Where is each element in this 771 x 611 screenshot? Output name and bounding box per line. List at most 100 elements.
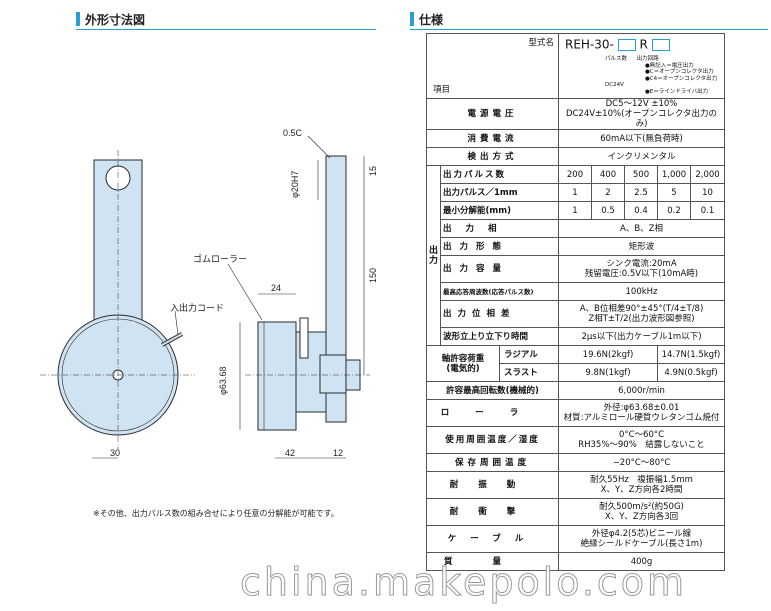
spec-row-frequency: 最高応答周波数(応答パルス数) 100kHz: [427, 282, 725, 301]
spec-row-radial: 軸許容荷重 (電気的) ラジアル スラスト 19.6N(2kgf) 14.7N(…: [426, 345, 725, 382]
vibration-value-1: 耐久55Hz 複振幅1.5mm: [590, 475, 693, 485]
pulse-value: 500: [624, 165, 658, 184]
spec-row-mass: 質量 400g: [426, 552, 725, 571]
pulse-value: 2,000: [690, 165, 725, 184]
ppm-value: 2: [591, 183, 625, 202]
capacity-value-2: 残留電圧:0.5V以下(10mA時): [584, 269, 699, 279]
storage-label: 保存周囲温度: [426, 453, 559, 472]
spec-section-rule: [410, 29, 768, 30]
load-label: 軸許容荷重: [441, 353, 485, 364]
model-label: 型式名: [528, 38, 554, 48]
model-opt3: ●C4＝オープンコレクタ出力DC24V: [605, 75, 718, 89]
spec-row-thrust: 9.8N(1kgf) 4.9N(0.5kgf): [427, 363, 725, 382]
phase-label: 出力相: [440, 219, 559, 238]
dim-30: 30: [110, 448, 120, 458]
ppm-value: 1: [558, 183, 592, 202]
spec-section-header: 仕様: [410, 11, 443, 27]
frequency-label: 最高応答周波数(応答パルス数): [440, 282, 559, 301]
thrust-value-1: 9.8N(1kgf): [558, 363, 658, 382]
ppm-value: 10: [690, 183, 725, 202]
spec-row-voltage: 電源電圧 DC5～12V ±10%DC24V±10%(オープンコレクタ出力のみ): [426, 98, 725, 130]
dim-24: 24: [271, 283, 281, 293]
model-opt1: ●無記入＝電圧出力: [645, 62, 694, 69]
wave-label: 出力形態: [440, 237, 559, 256]
frequency-value: 100kHz: [558, 282, 725, 301]
roller-label: ゴムローラー: [193, 253, 247, 264]
dim-chamfer: 0.5C: [283, 128, 303, 138]
radial-label: ラジアル: [500, 347, 558, 364]
voltage-value-2: DC24V±10%(オープンコレクタ出力のみ): [565, 109, 718, 129]
roller-leader: [227, 263, 263, 321]
model-pulse-box: [617, 39, 636, 51]
cable-label: ケーブル: [426, 525, 559, 553]
header-cell: 型式名 項目: [426, 33, 559, 99]
ppm-value: 5: [657, 183, 691, 202]
spec-row-ppm: 出力パルス／1mm 1 2 2.5 5 10: [427, 183, 725, 202]
rise-value: 2μs以下(出力ケーブル1m以下): [558, 327, 725, 346]
spec-section-title: 仕様: [419, 12, 444, 27]
section-marker: [410, 12, 414, 26]
cable-value-2: 絶縁シールドケーブル(長さ1m): [580, 539, 703, 549]
output-group-label: 出力: [426, 165, 441, 346]
spec-row-resolution: 最小分解能(mm) 1 0.5 0.4 0.2 0.1: [427, 201, 725, 220]
storage-value: −20°C～80°C: [558, 453, 725, 472]
spec-row-wave: 出力形態 矩形波: [427, 237, 725, 256]
resolution-value: 1: [558, 201, 592, 220]
cable-value-1: 外径φ4.2(5芯)ビニール線: [591, 529, 692, 539]
cord-leader: [174, 310, 179, 336]
roller-value-2: 材質:アルミロール硬質ウレタンゴム焼付: [563, 413, 720, 423]
speed-value: 6,000r/min: [558, 381, 725, 400]
dim-42: 42: [285, 448, 295, 458]
thrust-value-2: 4.9N(0.5kgf): [657, 363, 725, 382]
shock-label: 耐衝撃: [426, 498, 559, 526]
spec-row-method: 検出方式 インクリメンタル: [426, 147, 725, 166]
model-pulse-label: パルス数: [605, 56, 628, 62]
cord-inner: [161, 333, 183, 346]
env-value-1: 0°C～60°C: [618, 430, 665, 440]
spec-row-phase: 出力相 A、B、Z相: [427, 219, 725, 238]
drawing-section-header: 外形寸法図: [76, 11, 145, 27]
pulse-value: 400: [591, 165, 625, 184]
ppm-label: 出力パルス／1mm: [440, 183, 559, 202]
dim-150: 150: [368, 268, 378, 283]
env-value-2: RH35%～90% 結露しないこと: [578, 440, 705, 450]
section-marker: [76, 12, 80, 26]
dim-15: 15: [368, 166, 378, 176]
mass-label: 質量: [426, 552, 559, 571]
radial-value-1: 19.6N(2kgf): [558, 345, 658, 364]
resolution-note: ※その他、出力パルス数の組み合せにより任意の分解能が可能です。: [93, 509, 339, 518]
phase-value: A、B、Z相: [558, 219, 725, 238]
capacity-value-1: シンク電流:20mA: [606, 259, 677, 269]
method-label: 検出方式: [426, 147, 559, 166]
env-label: 使用周囲温度／湿度: [426, 426, 559, 454]
shock-value-2: X、Y、Z方向各3回: [604, 512, 679, 522]
voltage-value-1: DC5～12V ±10%: [605, 99, 678, 110]
speed-label: 許容最高回転数(機械的): [426, 381, 559, 400]
chamfer-leader: [307, 135, 331, 159]
dim-phi63: φ63.68: [218, 367, 228, 395]
spec-row-current: 消費電流 60mA以下(無負荷時): [426, 129, 725, 148]
model-opt4: ●E＝ラインドライバ出力: [645, 88, 709, 95]
spec-row-storage: 保存周囲温度 −20°C～80°C: [426, 453, 725, 472]
vibration-label: 耐振動: [426, 471, 559, 499]
model-code: REH-30-: [565, 37, 614, 52]
pulse-value: 200: [558, 165, 592, 184]
encoder-connector: [299, 317, 309, 359]
spec-header-row: 型式名 項目 REH-30- R パルス数 出力回路 ●無記入＝電圧出力 ●C＝…: [426, 33, 725, 99]
dim-12: 12: [333, 448, 343, 458]
wave-value: 矩形波: [558, 237, 725, 256]
spec-table: 型式名 項目 REH-30- R パルス数 出力回路 ●無記入＝電圧出力 ●C＝…: [426, 33, 725, 571]
resolution-value: 0.1: [690, 201, 725, 220]
dim-phi20h7: φ20H7: [290, 171, 300, 198]
capacity-label: 出力容量: [440, 255, 559, 283]
pulse-label: 出力パルス数: [440, 165, 559, 184]
load-sublabel: (電気的): [446, 363, 480, 374]
drawing-section-title: 外形寸法図: [85, 12, 146, 27]
resolution-value: 0.5: [591, 201, 625, 220]
voltage-label: 電源電圧: [426, 98, 559, 130]
spec-row-speed: 許容最高回転数(機械的) 6,000r/min: [426, 381, 725, 400]
